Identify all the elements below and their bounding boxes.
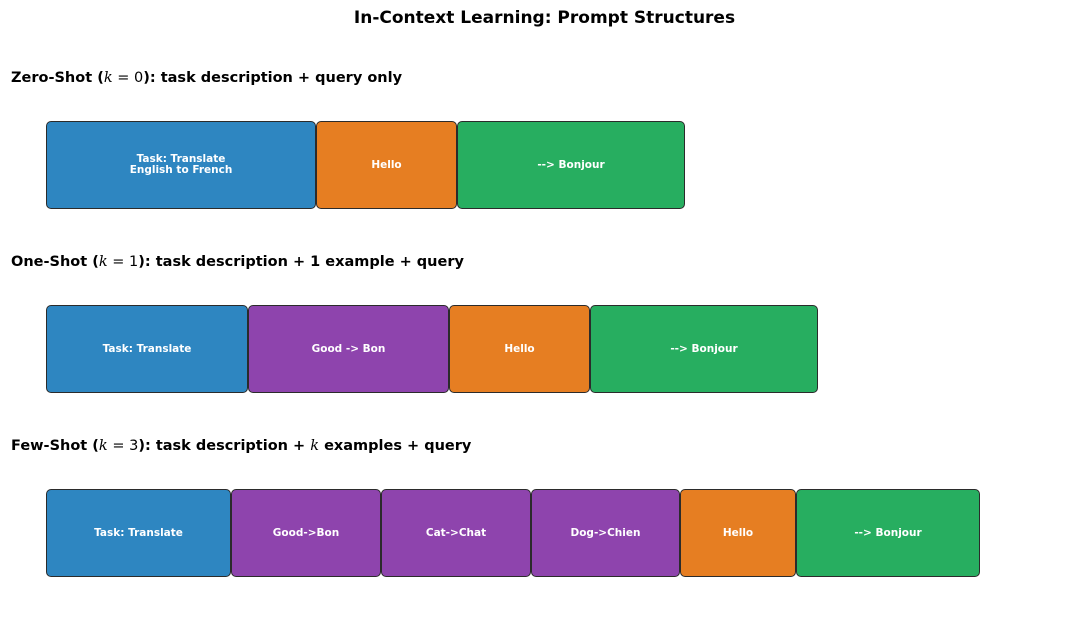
row-label-zero-shot: Zero-Shot (k = 0): task description + qu… bbox=[11, 70, 403, 86]
example-block: Good->Bon bbox=[231, 489, 381, 577]
row-name: One-Shot bbox=[11, 254, 88, 270]
row-suffix: task description + 1 example + query bbox=[155, 254, 464, 270]
answer-block: --> Bonjour bbox=[457, 121, 685, 209]
task-block: Task: Translate English to French bbox=[46, 121, 316, 209]
row-label-few-shot: Few-Shot (k = 3): task description + k e… bbox=[11, 438, 472, 454]
row-suffix: task description + query only bbox=[160, 70, 403, 86]
example-block: Cat->Chat bbox=[381, 489, 531, 577]
k-value: 0 bbox=[134, 70, 144, 86]
example-block: Good -> Bon bbox=[248, 305, 449, 393]
answer-block: --> Bonjour bbox=[590, 305, 818, 393]
row-suffix-post: examples + query bbox=[319, 438, 472, 454]
task-block: Task: Translate bbox=[46, 489, 231, 577]
query-block: Hello bbox=[316, 121, 457, 209]
row-name: Few-Shot bbox=[11, 438, 88, 454]
k-value: 1 bbox=[129, 254, 139, 270]
row-label-one-shot: One-Shot (k = 1): task description + 1 e… bbox=[11, 254, 464, 270]
query-block: Hello bbox=[449, 305, 590, 393]
answer-block: --> Bonjour bbox=[796, 489, 980, 577]
diagram-title: In-Context Learning: Prompt Structures bbox=[353, 8, 736, 28]
row-suffix-pre: task description + bbox=[155, 438, 311, 454]
example-block: Dog->Chien bbox=[531, 489, 680, 577]
task-block: Task: Translate bbox=[46, 305, 248, 393]
row-name: Zero-Shot bbox=[11, 70, 93, 86]
k-value: 3 bbox=[129, 438, 139, 454]
k-variable: k bbox=[310, 438, 320, 454]
query-block: Hello bbox=[680, 489, 796, 577]
